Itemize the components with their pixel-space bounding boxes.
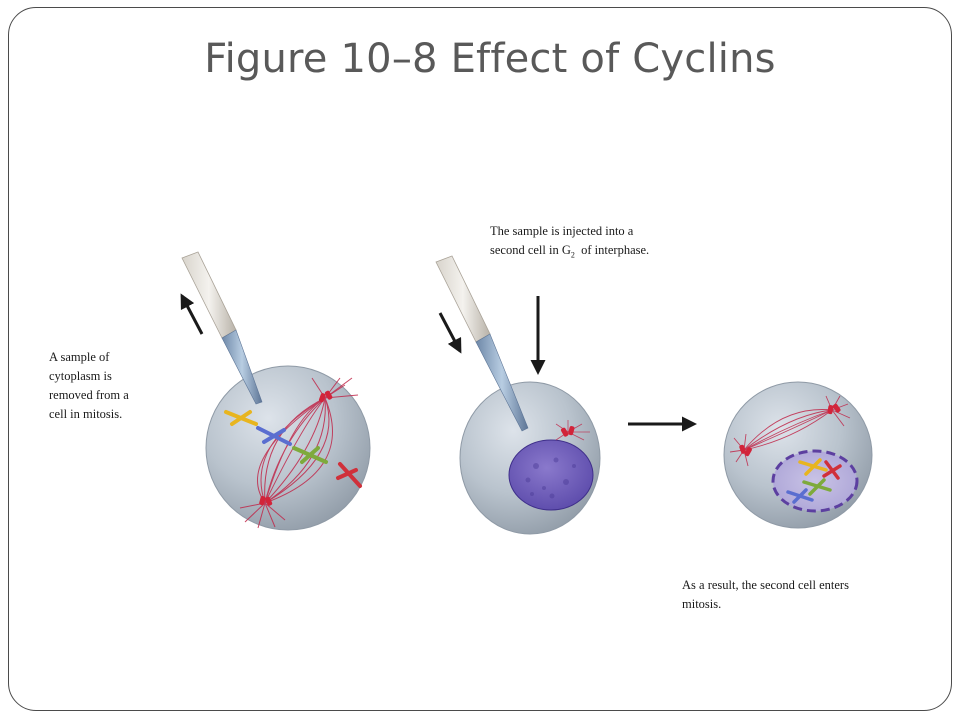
centrosome-bottom [259, 496, 273, 506]
chromosome-red [336, 462, 362, 488]
chromosome-yellow [224, 410, 258, 426]
slide-title: Figure 10–8 Effect of Cyclins [204, 36, 776, 82]
label-enters-mitosis: As a result, the second cell enters mito… [682, 578, 849, 611]
slide-frame [8, 7, 952, 711]
arrow-withdraw [180, 293, 204, 335]
nucleus-texture [525, 457, 576, 499]
interphase-nucleus [508, 439, 594, 511]
micropipette-injecting [435, 255, 529, 432]
chromosome-green [292, 446, 328, 464]
label-injected-line2: of interphase. [581, 243, 650, 257]
result-cell [723, 381, 873, 529]
interphase-cell [459, 381, 601, 535]
micropipette-withdrawing [181, 251, 263, 405]
centrosome-result-left [739, 444, 752, 457]
centrosome-result-right [827, 403, 841, 415]
centrosome-top [318, 390, 333, 403]
result-chromosomes [786, 458, 842, 504]
centrosome-interphase [555, 420, 590, 441]
chromosome-blue [256, 426, 292, 446]
mitotic-cell [205, 365, 371, 531]
arrow-inject [438, 312, 462, 354]
label-injected-line1: The sample is injected into a second cel… [490, 224, 634, 257]
label-injected-subscript: 2 [570, 250, 575, 260]
label-sample-injected: The sample is injected into a second cel… [490, 222, 660, 265]
breaking-nuclear-envelope [771, 449, 859, 513]
label-sample-removed: A sample of cytoplasm is removed from a … [49, 350, 129, 421]
